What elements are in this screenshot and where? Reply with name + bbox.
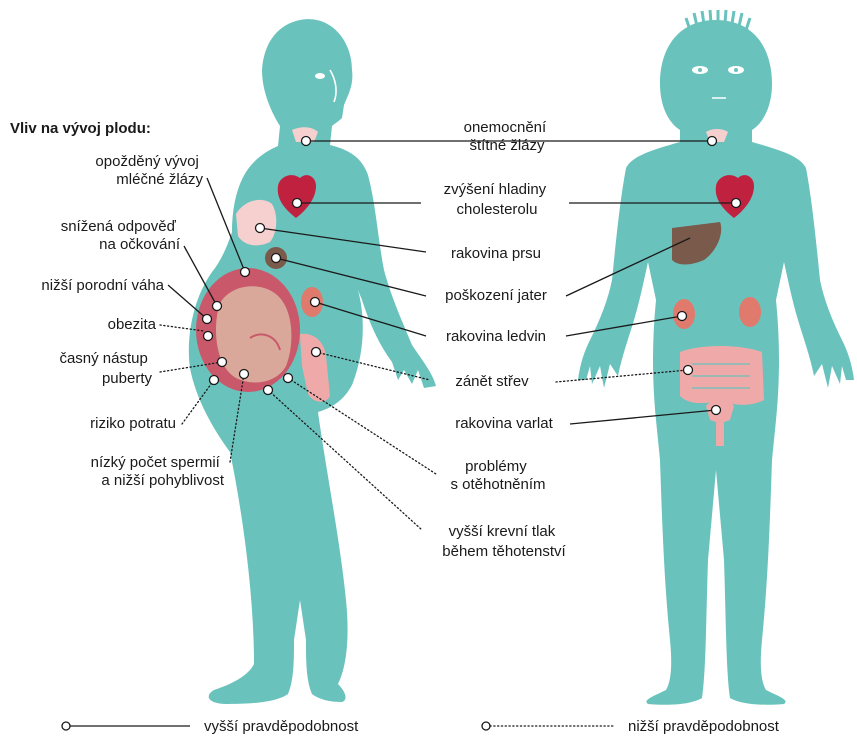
node-sperm (240, 370, 249, 379)
node-testes (712, 406, 721, 415)
node-thyroid-m (708, 137, 717, 146)
node-kidney-m (678, 312, 687, 321)
legend: vyšší pravděpodobnost nižší pravděpodobn… (62, 718, 780, 735)
label-sperm: nízký počet spermií a nižší pohyblivost (91, 454, 225, 489)
label-delayed-mammary: opožděný vývoj mléčné žlázy (95, 153, 203, 188)
node-puberty (218, 358, 227, 367)
node-liver-f (272, 254, 281, 263)
label-cholesterol: zvýšení hladiny cholesterolu (444, 181, 551, 218)
female-eye (315, 73, 325, 79)
male-pupil-right (734, 68, 738, 72)
node-vaccine (213, 302, 222, 311)
node-heart-f (293, 199, 302, 208)
node-birthweight (203, 315, 212, 324)
node-pregnancy-bp (264, 386, 273, 395)
legend-lower: nižší pravděpodobnost (482, 718, 780, 735)
node-conception (284, 374, 293, 383)
male-intestine (680, 346, 764, 405)
node-thyroid-f (302, 137, 311, 146)
male-pupil-left (698, 68, 702, 72)
label-testicular-cancer: rakovina varlat (455, 415, 553, 432)
label-obesity: obezita (108, 316, 157, 333)
legend-lower-label: nižší pravděpodobnost (628, 718, 780, 735)
node-obesity (204, 332, 213, 341)
node-mammary (241, 268, 250, 277)
legend-higher-marker (62, 722, 70, 730)
legend-lower-marker (482, 722, 490, 730)
female-breast (236, 200, 276, 245)
fetal-heading: Vliv na vývoj plodu: (10, 120, 151, 137)
node-miscarriage (210, 376, 219, 385)
label-pregnancy-bp: vyšší krevní tlak během těhotenství (442, 523, 566, 560)
male-kidney-right (739, 297, 761, 327)
label-conception: problémy s otěhotněním (450, 458, 545, 493)
node-bowel-m (684, 366, 693, 375)
node-breast (256, 224, 265, 233)
node-heart-m (732, 199, 741, 208)
label-breast-cancer: rakovina prsu (451, 245, 541, 262)
fetus (216, 286, 291, 382)
label-early-puberty: časný nástup puberty (59, 350, 152, 387)
label-vaccine-response: snížená odpověď na očkování (61, 218, 181, 253)
legend-higher-label: vyšší pravděpodobnost (204, 718, 359, 735)
label-bowel: zánět střev (455, 373, 529, 390)
label-liver-damage: poškození jater (445, 287, 547, 304)
node-kidney-f (311, 298, 320, 307)
node-bowel-f (312, 348, 321, 357)
label-thyroid: onemocnění štítné žlázy (464, 119, 551, 154)
label-kidney-cancer: rakovina ledvin (446, 328, 546, 345)
male-figure (578, 10, 854, 705)
legend-higher: vyšší pravděpodobnost (62, 718, 359, 735)
label-low-birth-weight: nižší porodní váha (41, 277, 164, 294)
label-miscarriage: riziko potratu (90, 415, 176, 432)
